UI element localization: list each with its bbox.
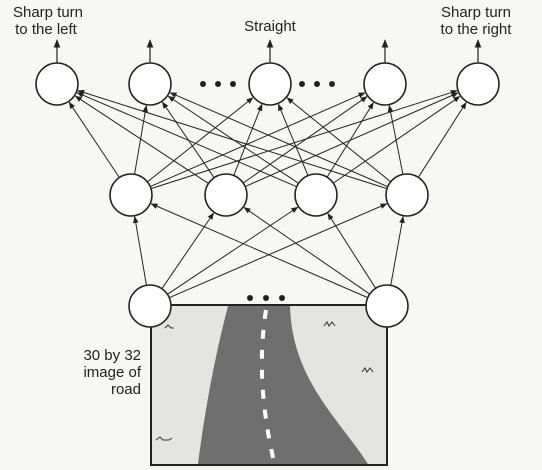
label-road-image-line1: 30 by 32	[83, 347, 141, 364]
grass-mark	[323, 321, 336, 327]
output-ellipsis-right	[299, 81, 335, 87]
hidden-to-output-arrow	[417, 101, 467, 178]
label-road-image-line2: image of	[83, 364, 141, 381]
input-to-hidden-arrow	[150, 203, 368, 299]
input-to-hidden-arrow	[327, 212, 377, 289]
input-to-hidden-arrow	[167, 206, 299, 295]
neuron-nodes	[35, 62, 500, 328]
input-node	[365, 284, 409, 328]
label-sharp-right-line1: Sharp turn	[441, 4, 511, 21]
hidden-to-output-arrow	[76, 92, 297, 188]
hidden-to-output-arrow	[387, 104, 404, 175]
label-straight: Straight	[244, 18, 297, 35]
hidden-to-output-arrow	[147, 97, 254, 183]
input-node	[128, 284, 172, 328]
hidden-to-output-arrow	[134, 104, 148, 175]
output-node	[248, 62, 292, 106]
hidden-to-output-arrow	[286, 97, 391, 183]
hidden-to-output-arrow	[77, 89, 388, 190]
input-to-hidden-arrow	[169, 203, 388, 299]
road-image	[150, 304, 388, 466]
hidden-node	[385, 173, 429, 217]
output-node	[456, 62, 500, 106]
input-to-hidden-arrow	[133, 215, 147, 286]
output-node	[363, 62, 407, 106]
hidden-node	[294, 173, 338, 217]
input-to-hidden-arrow	[161, 212, 214, 289]
hidden-node	[109, 173, 153, 217]
hidden-to-output-arrow	[74, 95, 209, 184]
label-road-image-line3: road	[111, 381, 141, 398]
road-surface	[198, 306, 368, 464]
hidden-to-output-arrow	[150, 89, 458, 190]
hidden-to-output-arrow	[333, 96, 461, 184]
hidden-to-output-arrow	[326, 102, 374, 178]
hidden-to-output-arrow	[150, 92, 366, 188]
hidden-to-output-arrow	[169, 92, 388, 188]
hidden-node	[204, 173, 248, 217]
grass-mark	[155, 436, 173, 441]
output-node	[128, 62, 172, 106]
label-sharp-right-line2: to the right	[441, 21, 513, 38]
input-to-hidden-arrow	[390, 215, 405, 286]
input-to-hidden-arrow	[243, 207, 370, 295]
hidden-to-output-arrow	[277, 103, 309, 176]
label-sharp-left-line2: to the left	[15, 21, 78, 38]
input-ellipsis	[247, 295, 285, 301]
output-ellipsis-left	[200, 81, 236, 87]
hidden-to-output-arrow	[242, 96, 368, 184]
label-sharp-left-line1: Sharp turn	[13, 4, 83, 21]
connections	[53, 39, 482, 299]
hidden-to-output-arrow	[233, 103, 263, 176]
output-node	[35, 62, 79, 106]
hidden-to-output-arrow	[68, 101, 120, 178]
grass-mark	[361, 367, 374, 373]
grass-mark	[164, 324, 174, 329]
